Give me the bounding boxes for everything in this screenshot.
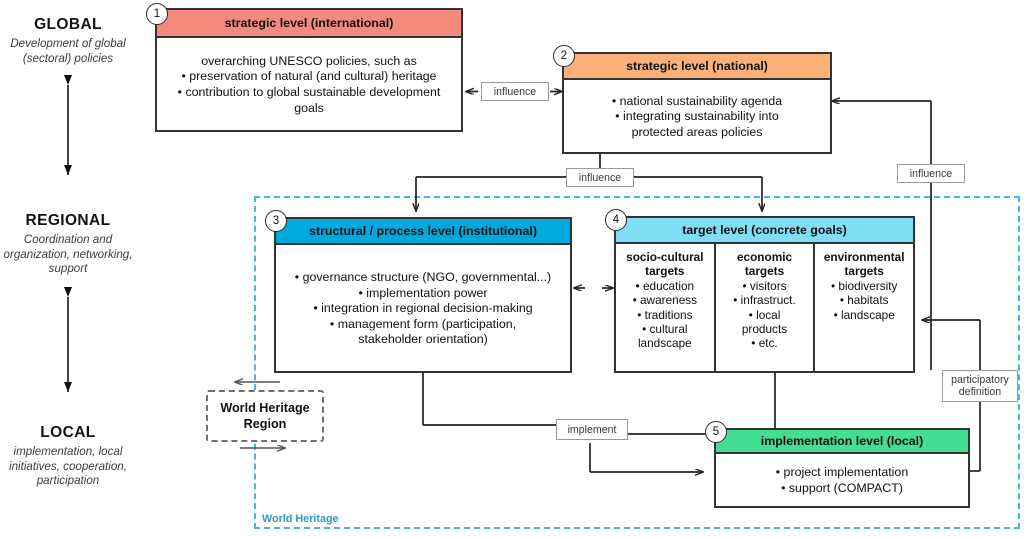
level-regional-subtitle: Coordination and organization, networkin… [3, 233, 133, 275]
column-item: • local [748, 307, 781, 322]
level-local-title: LOCAL [40, 424, 96, 441]
column-title: socio-cultural [626, 250, 704, 264]
box-structural-process[interactable]: structural / process level (institutiona… [274, 217, 572, 373]
column-item: • visitors [742, 278, 787, 293]
target-column-economic: economic targets • visitors • infrastruc… [716, 244, 816, 373]
box-3-line: stakeholder orientation) [358, 332, 488, 347]
column-item: • cultural [642, 322, 688, 337]
box-1-number: 1 [146, 3, 168, 25]
box-target-level[interactable]: target level (concrete goals) socio-cult… [614, 216, 915, 373]
box-5-number: 5 [705, 421, 727, 443]
box-5-line: • project implementation [775, 465, 909, 480]
box-strategic-national[interactable]: strategic level (national) • national su… [562, 52, 832, 154]
level-regional: REGIONAL Coordination and organization, … [0, 212, 136, 277]
box-4-columns: socio-cultural targets • education • awa… [616, 244, 913, 373]
box-1-body: overarching UNESCO policies, such as • p… [157, 38, 461, 132]
box-1-line: • preservation of natural (and cultural)… [181, 69, 437, 84]
column-title: targets [844, 264, 884, 279]
box-2-number: 2 [553, 45, 575, 67]
world-heritage-boundary [254, 196, 1020, 529]
box-4-header: target level (concrete goals) [616, 218, 913, 244]
box-1-header: strategic level (international) [157, 10, 461, 38]
level-global-subtitle: Development of global (sectoral) policie… [10, 37, 126, 65]
connector-label-influence-1-2: influence [481, 82, 549, 101]
column-item: • infrastruct. [733, 293, 796, 308]
column-item: • biodiversity [830, 278, 898, 293]
box-2-header: strategic level (national) [564, 54, 830, 80]
column-item: • etc. [751, 336, 778, 351]
box-strategic-international[interactable]: strategic level (international) overarch… [155, 8, 463, 132]
box-5-line: • support (COMPACT) [781, 481, 903, 495]
box-3-line: • management form (participation, [329, 316, 517, 331]
box-2-line: • national sustainability agenda [611, 93, 783, 108]
level-local: LOCAL implementation, local initiatives,… [0, 424, 136, 489]
column-title: targets [744, 264, 785, 279]
box-1-line: • contribution to global sustainable dev… [177, 85, 441, 99]
column-item: • landscape [833, 307, 895, 322]
level-global: GLOBAL Development of global (sectoral) … [0, 16, 136, 66]
box-3-line: • implementation power [358, 285, 488, 300]
box-5-body: • project implementation • support (COMP… [716, 454, 968, 508]
target-column-socio-cultural: socio-cultural targets • education • awa… [616, 244, 716, 373]
box-2-line: • integrating sustainability into [615, 109, 779, 124]
box-3-line: • governance structure (NGO, governmenta… [294, 270, 552, 285]
level-local-subtitle: implementation, local initiatives, coope… [9, 445, 127, 487]
level-global-title: GLOBAL [34, 16, 102, 33]
box-2-line: protected areas policies [631, 124, 763, 139]
box-1-line: overarching UNESCO policies, such as [201, 53, 417, 68]
level-regional-title: REGIONAL [25, 212, 111, 229]
box-2-body: • national sustainability agenda • integ… [564, 80, 830, 154]
world-heritage-boundary-label: World Heritage [262, 513, 339, 525]
column-item: • education [635, 278, 695, 293]
column-title: environmental [823, 250, 905, 264]
box-5-header: implementation level (local) [716, 430, 968, 454]
column-title: economic [736, 250, 793, 264]
connector-label-influence-right: influence [897, 164, 965, 183]
column-item: landscape [637, 336, 692, 351]
box-3-header: structural / process level (institutiona… [276, 219, 570, 245]
box-3-number: 3 [265, 210, 287, 232]
column-item: • awareness [632, 293, 698, 308]
column-item: products [741, 322, 788, 337]
connector-label-influence-down: influence [566, 168, 634, 187]
box-3-line: • integration in regional decision-makin… [313, 301, 533, 316]
world-heritage-region-box[interactable]: World Heritage Region [206, 390, 324, 442]
box-1-line: goals [294, 100, 324, 115]
box-4-number: 4 [605, 209, 627, 231]
connector-label-implement: implement [556, 419, 628, 440]
box-3-body: • governance structure (NGO, governmenta… [276, 245, 570, 373]
column-item: • traditions [637, 307, 693, 322]
column-item: • habitats [839, 293, 889, 308]
column-title: targets [645, 264, 685, 279]
connector-label-participatory-definition: participatory definition [942, 370, 1018, 402]
target-column-environmental: environmental targets • biodiversity • h… [815, 244, 913, 373]
box-implementation-level[interactable]: implementation level (local) • project i… [714, 428, 970, 508]
